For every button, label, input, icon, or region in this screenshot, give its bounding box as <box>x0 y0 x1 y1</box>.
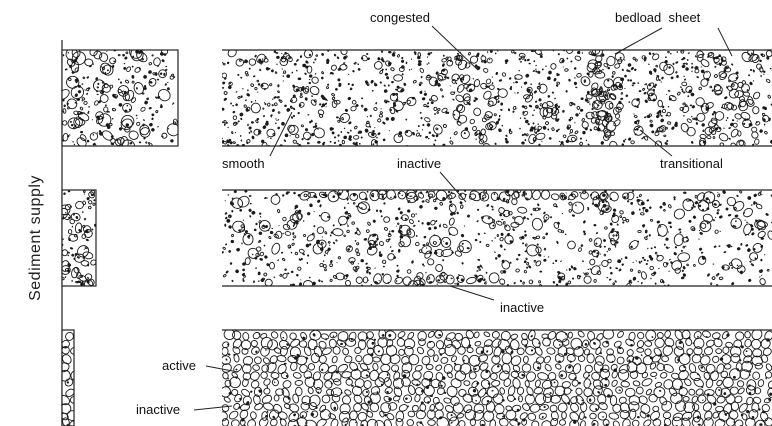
label-bedload-sheet: bedload sheet <box>615 10 701 25</box>
sediment-supply-axis-label: Sediment supply <box>27 175 44 301</box>
leader-inactive-middle <box>450 286 494 300</box>
leader-congested <box>432 26 478 70</box>
leader-inactive-bottom <box>194 406 232 410</box>
label-congested: congested <box>370 10 430 25</box>
label-smooth: smooth <box>222 156 265 171</box>
supply-box-low <box>57 330 82 426</box>
bed-band-medium-supply <box>221 183 772 293</box>
label-inactive-bottom: inactive <box>136 402 180 417</box>
label-transitional: transitional <box>660 156 723 171</box>
leader-bedload-sheet-right <box>718 28 732 56</box>
bed-band-high-supply <box>221 45 772 150</box>
supply-box-medium <box>57 190 98 289</box>
label-inactive-top: inactive <box>397 156 441 171</box>
label-active: active <box>162 358 196 373</box>
supply-box-high <box>56 43 181 152</box>
bed-band-low-supply <box>218 327 772 426</box>
label-inactive-middle: inactive <box>500 300 544 315</box>
